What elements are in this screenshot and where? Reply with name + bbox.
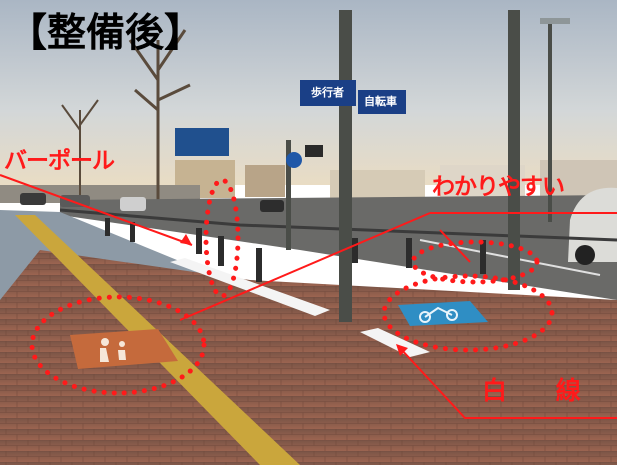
- ellipse-pedestrian-mark: [29, 294, 207, 396]
- road-signs: [175, 80, 406, 168]
- pedestrian-sign-text: 歩行者: [311, 86, 344, 99]
- easy-callout-line: [179, 212, 431, 321]
- road-fence: [59, 208, 617, 242]
- highlight-ellipses: [29, 177, 555, 396]
- callout-lines: [0, 174, 617, 419]
- ellipse-fence: [410, 239, 540, 285]
- white-line-marking-2: [360, 328, 430, 357]
- distant-buildings: [0, 160, 617, 203]
- bicycle-pictogram: [398, 301, 488, 326]
- easy-callout-line-2: [439, 229, 471, 263]
- white-line-annotation: 白 線: [482, 376, 601, 405]
- ellipse-bar-poles: [203, 177, 241, 299]
- ellipse-bicycle-mark: [381, 273, 555, 353]
- page-title: 【整備後】: [8, 11, 204, 56]
- bicycle-sign-text: 自転車: [364, 95, 397, 108]
- bar-pole-arrowhead: [180, 234, 192, 245]
- bar-pole-arrow: [0, 174, 193, 246]
- easy-to-understand-annotation: わかりやすい: [432, 174, 565, 200]
- bare-trees: [61, 29, 191, 210]
- pedestrian-pictogram: [70, 329, 178, 369]
- parked-cars: [20, 187, 617, 265]
- bar-pole-annotation: バーポール: [4, 148, 115, 174]
- bar-poles: [105, 218, 486, 282]
- white-line-arrowhead: [396, 344, 408, 356]
- white-line-arrow: [399, 347, 617, 419]
